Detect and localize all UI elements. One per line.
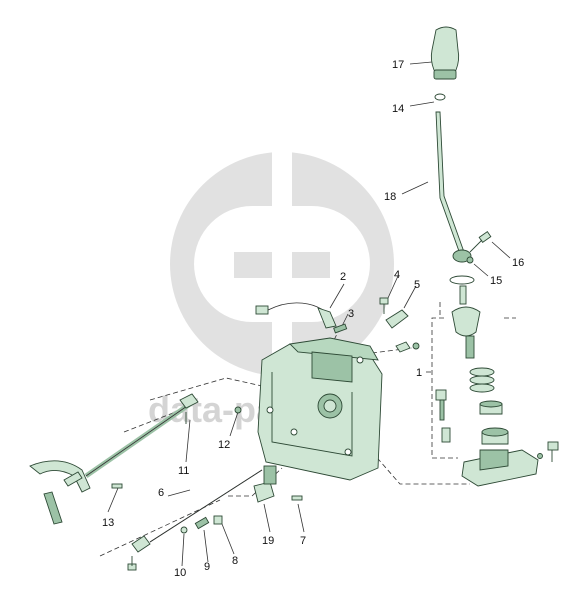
gear-lever-rod — [435, 111, 465, 255]
callout-10: 10 — [174, 567, 186, 579]
callout-8: 8 — [232, 555, 238, 567]
callout-5: 5 — [414, 279, 420, 291]
callout-9: 9 — [204, 561, 210, 573]
callout-15: 15 — [490, 275, 502, 287]
shift-block — [179, 393, 199, 409]
callout-17: 17 — [392, 59, 404, 71]
shift-lever-assembly — [435, 275, 559, 487]
shift-finger — [253, 481, 275, 503]
callout-2: 2 — [340, 271, 346, 283]
gearbox-housing — [257, 337, 383, 481]
retaining-ring — [434, 93, 446, 101]
callout-16: 16 — [512, 257, 524, 269]
roll-pin — [111, 483, 123, 489]
callout-11: 11 — [178, 465, 189, 477]
callout-7: 7 — [300, 535, 306, 547]
lever-bolt — [469, 231, 492, 253]
callout-3: 3 — [348, 308, 354, 320]
shaft-spring — [194, 516, 210, 530]
selector-fork — [29, 460, 91, 525]
selector-shaft — [127, 469, 263, 571]
gear-knob — [430, 26, 460, 80]
detent-ball — [234, 406, 242, 414]
lever-washer — [466, 256, 474, 264]
reverse-light-switch — [255, 302, 337, 329]
finger-pin — [291, 495, 303, 501]
mounting-bracket — [385, 309, 409, 329]
callout-12: 12 — [218, 439, 230, 451]
callout-6: 6 — [158, 487, 164, 499]
callout-19: 19 — [262, 535, 274, 547]
callout-18: 18 — [384, 191, 396, 203]
bracket-bolt — [379, 297, 389, 314]
callout-4: 4 — [394, 269, 400, 281]
callout-14: 14 — [392, 103, 404, 115]
callout-labels: 1 2 3 4 5 6 7 8 9 10 11 12 13 14 15 16 1… — [102, 59, 524, 579]
shaft-plug — [213, 515, 223, 525]
detent-spring — [333, 323, 348, 334]
watermark-logo — [170, 150, 394, 380]
callout-1: 1 — [416, 367, 422, 379]
selector-rod — [84, 401, 192, 479]
drain-plug — [395, 341, 411, 353]
callout-13: 13 — [102, 517, 114, 529]
shaft-washer — [180, 526, 188, 534]
